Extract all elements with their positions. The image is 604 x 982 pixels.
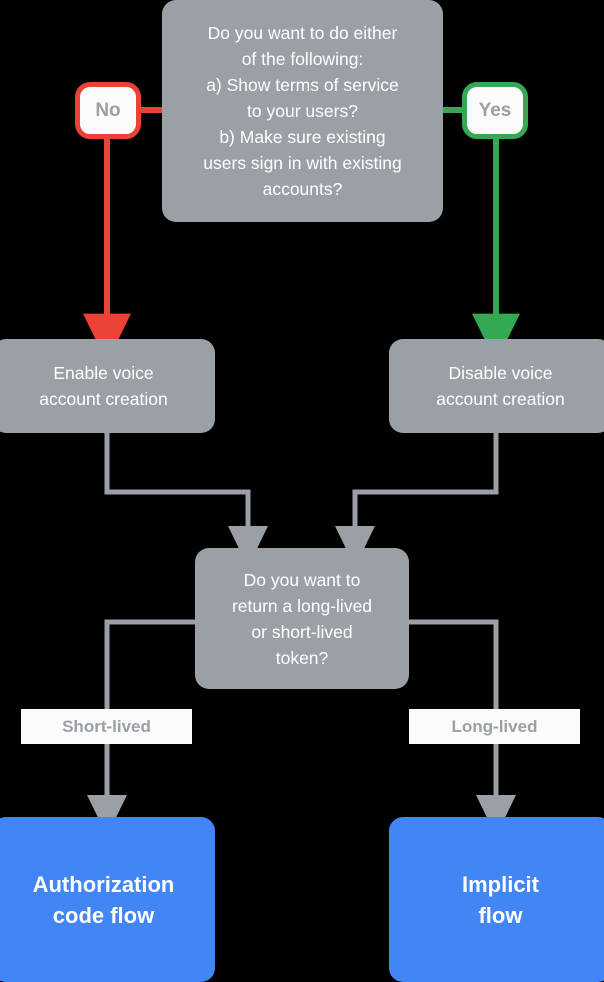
node-authorization-code-flow: Authorization code flow <box>0 817 215 982</box>
node-token-question: Do you want to return a long-lived or sh… <box>195 548 409 689</box>
node-enable-voice-account-creation: Enable voice account creation <box>0 339 215 433</box>
badge-no[interactable]: No <box>75 82 141 139</box>
node-top-question: Do you want to do either of the followin… <box>162 0 443 222</box>
node-disable-voice-account-creation: Disable voice account creation <box>389 339 604 433</box>
badge-yes[interactable]: Yes <box>462 82 528 139</box>
edge-label-long-lived: Long-lived <box>409 709 580 744</box>
node-implicit-flow: Implicit flow <box>389 817 604 982</box>
connector-enable-to-token <box>104 433 268 567</box>
edge-label-short-lived: Short-lived <box>21 709 192 744</box>
connector-disable-to-token <box>335 433 499 567</box>
